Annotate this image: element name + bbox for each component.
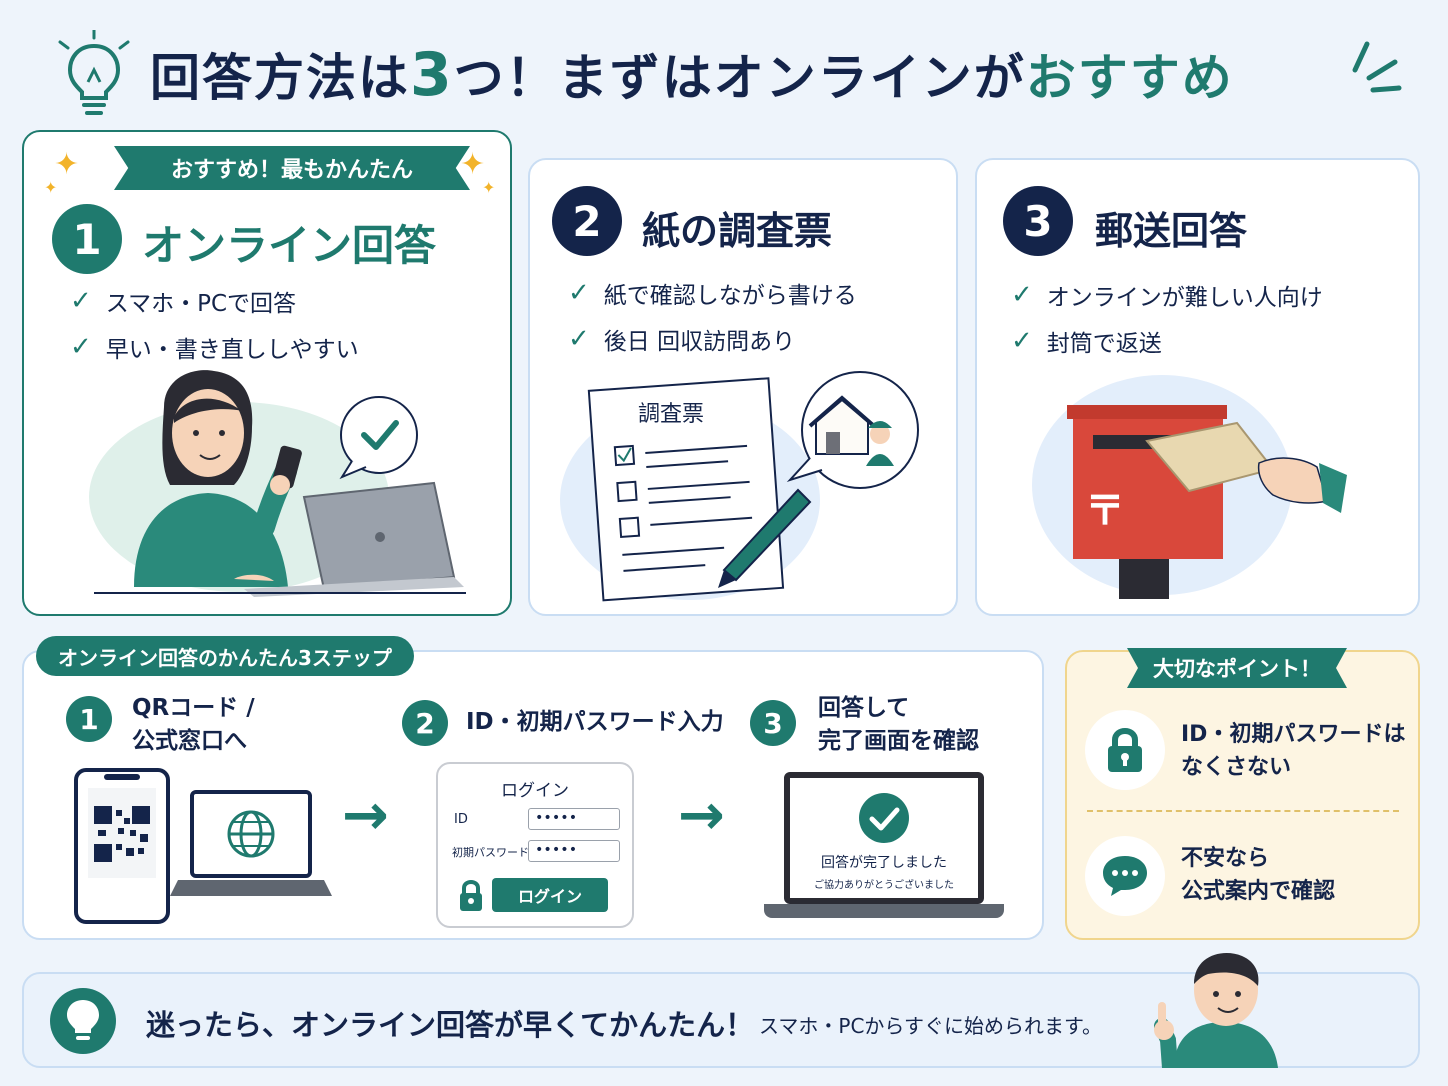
login-form-illustration: ログイン ID ••••• 初期パスワード ••••• ログイン [436, 762, 634, 928]
sparkle-icon: ✦ [44, 178, 58, 197]
next-arrow-icon: → [342, 783, 389, 848]
points-tag: 大切なポイント！ [1127, 648, 1347, 688]
sparkle-icon: ✦ [460, 147, 486, 182]
password-label: 初期パスワード [452, 846, 529, 859]
banner-message: 迷ったら、オンライン回答が早くてかんたん！ [146, 1008, 755, 1042]
paper-title: 調査票 [638, 402, 705, 427]
paper-questionnaire-illustration [560, 371, 919, 602]
step-label: QRコード / 公式窓口へ [132, 695, 255, 755]
option-number: 2 [552, 186, 622, 256]
option-number: 1 [52, 204, 122, 274]
point-icon-wrap [1085, 710, 1165, 790]
check-icon: ✓ [70, 286, 92, 316]
lightbulb-icon [58, 30, 130, 115]
password-field: ••••• [528, 840, 620, 862]
pointing-man-illustration [1154, 953, 1278, 1068]
bottom-banner: 迷ったら、オンライン回答が早くてかんたん！ スマホ・PCからすぐに始められます。 [22, 953, 1420, 1068]
point-text: ID・初期パスワードは なくさない [1181, 722, 1406, 780]
sparkle-icon: ✦ [54, 147, 80, 182]
recommend-ribbon: おすすめ！最もかんたん [114, 146, 470, 190]
card-title: オンライン回答 [142, 221, 437, 270]
feature-item: ✓ オンラインが難しい人向け [1011, 280, 1323, 311]
login-button: ログイン [492, 878, 608, 912]
important-points-panel: 大切なポイント！ ID・初期パスワードは なくさない 不安なら 公式案内で確認 [1065, 648, 1420, 940]
check-icon: ✓ [568, 278, 590, 308]
check-icon: ✓ [1011, 280, 1033, 310]
thanks-message: ご協力ありがとうございました [814, 880, 954, 891]
mailbox-illustration [1032, 375, 1347, 599]
next-arrow-icon: → [678, 783, 725, 848]
point-text: 不安なら 公式案内で確認 [1181, 846, 1336, 904]
woman-with-phone-laptop-illustration [89, 370, 466, 597]
card-title: 紙の調査票 [642, 209, 833, 253]
point-icon-wrap [1085, 836, 1165, 916]
banner-subtext: スマホ・PCからすぐに始められます。 [759, 1014, 1103, 1038]
feature-item: ✓ 封筒で返送 [1011, 326, 1162, 357]
mailbox-postal-mark: 〒 [1085, 488, 1125, 534]
step-number: 2 [402, 700, 448, 746]
card-online-answer: おすすめ！最もかんたん ✦ ✦ ✦ ✦ 1 オンライン回答 ✓ スマホ・PCで回… [22, 130, 512, 616]
card-title: 郵送回答 [1095, 209, 1248, 253]
card-paper-questionnaire: 2 紙の調査票 ✓ 紙で確認しながら書ける ✓ 後日 回収訪問あり [528, 158, 958, 616]
complete-message: 回答が完了しました [821, 855, 947, 871]
lightbulb-icon [50, 988, 116, 1054]
step-label: 回答して 完了画面を確認 [818, 695, 979, 755]
completion-laptop-illustration: 回答が完了しました ご協力ありがとうございました [764, 772, 1004, 922]
feature-item: ✓ 後日 回収訪問あり [568, 324, 796, 355]
feature-item: ✓ 紙で確認しながら書ける [568, 278, 857, 309]
sparkle-icon: ✦ [482, 178, 496, 197]
check-icon: ✓ [70, 332, 92, 362]
feature-item: ✓ 早い・書き直ししやすい [70, 332, 359, 363]
id-field: ••••• [528, 808, 620, 830]
feature-item: ✓ スマホ・PCで回答 [70, 286, 297, 317]
step-number: 3 [750, 700, 796, 746]
chat-bubble-icon [1103, 856, 1147, 896]
check-icon: ✓ [568, 324, 590, 354]
lock-icon [460, 880, 482, 911]
phone-qr-laptop-illustration [74, 768, 332, 924]
check-icon: ✓ [1011, 326, 1033, 356]
id-label: ID [454, 812, 468, 827]
login-title: ログイン [501, 781, 569, 801]
complete-check-icon [859, 793, 909, 843]
step-label: ID・初期パスワード入力 [466, 709, 724, 735]
lock-icon [1108, 728, 1142, 772]
step-number: 1 [66, 696, 112, 742]
steps-tag: オンライン回答のかんたん3ステップ [36, 636, 414, 676]
card-mail-answer: 3 郵送回答 ✓ オンラインが難しい人向け ✓ 封筒で返送 〒 [975, 158, 1420, 616]
page-header: 回答方法は3つ！まずはオンラインがおすすめ [0, 20, 1448, 120]
sparkle-lines-icon [1352, 41, 1402, 93]
divider [1087, 810, 1399, 812]
online-steps-panel: オンライン回答のかんたん3ステップ 1 QRコード / 公式窓口へ → 2 ID… [22, 636, 1044, 940]
page-title: 回答方法は3つ！まずはオンラインがおすすめ [150, 40, 1234, 110]
option-number: 3 [1003, 186, 1073, 256]
